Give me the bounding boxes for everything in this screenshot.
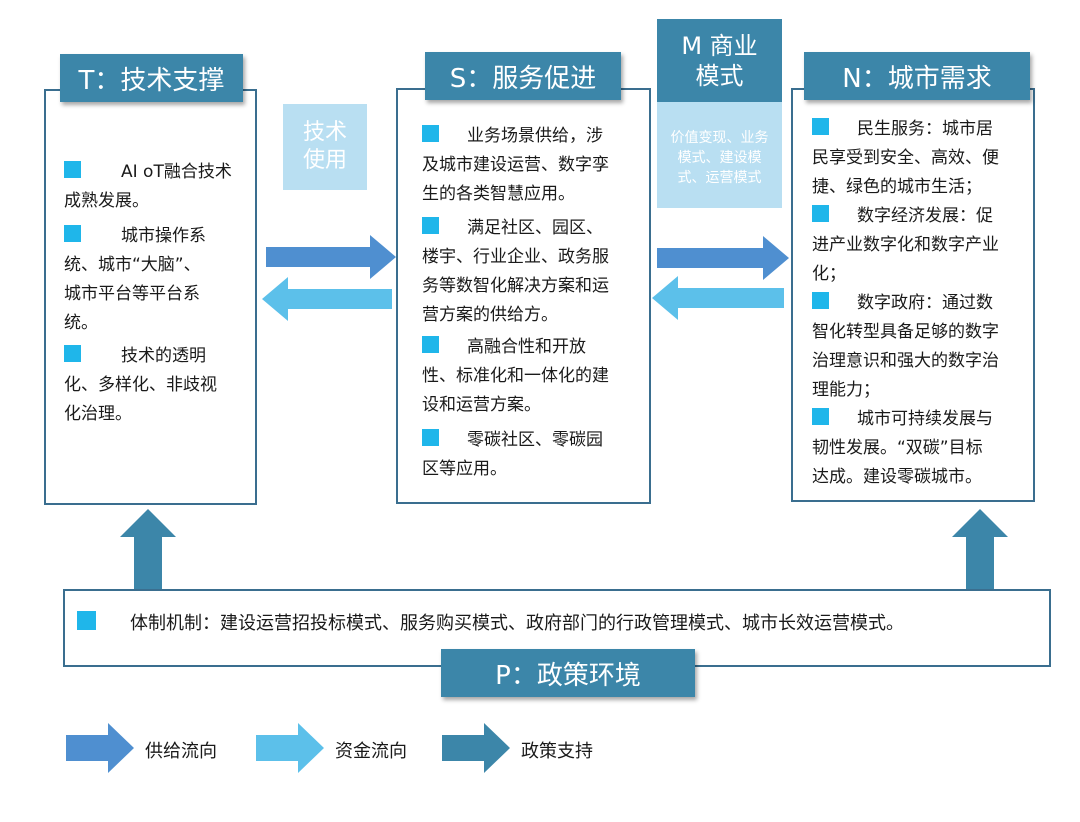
bullet-square-icon bbox=[422, 429, 439, 446]
policy-text: 体制机制：建设运营招投标模式、服务购买模式、政府部门的行政管理模式、城市长效运营… bbox=[77, 609, 1047, 638]
demand-item-3: 数字政府：通过数 智化转型具备足够的数字 治理意识和强大的数字治 理能力； bbox=[812, 292, 999, 400]
fund-arrow-left-icon bbox=[262, 277, 392, 321]
bullet-square-icon bbox=[64, 345, 81, 362]
bullet-square-icon bbox=[812, 408, 829, 425]
tech-item-1: AI oT融合技术 成熟发展。 bbox=[64, 161, 232, 211]
service-item-4: 零碳社区、零碳园 区等应用。 bbox=[422, 429, 603, 479]
tech-item-2: 城市操作系 统、城市“大脑”、 城市平台等平台系 统。 bbox=[64, 225, 206, 333]
business-model-content: 价值变现、业务 模式、建设模 式、运营模式 bbox=[657, 102, 782, 208]
supply-arrow-right-icon bbox=[266, 235, 396, 279]
policy-arrow-up-icon bbox=[120, 509, 176, 589]
demand-item-2: 数字经济发展：促 进产业数字化和数字产业 化； bbox=[812, 205, 999, 284]
bullet-square-icon bbox=[812, 292, 829, 309]
fund-arrow-left-icon bbox=[652, 276, 784, 320]
policy-arrow-up-icon bbox=[952, 509, 1008, 589]
tech-support-panel bbox=[44, 89, 257, 505]
supply-arrow-right-icon bbox=[657, 236, 789, 280]
service-item-3: 高融合性和开放 性、标准化和一体化的建 设和运营方案。 bbox=[422, 336, 609, 415]
bullet-square-icon bbox=[422, 125, 439, 142]
bullet-square-icon bbox=[422, 336, 439, 353]
legend-supply-label: 供给流向 bbox=[145, 741, 217, 762]
bullet-square-icon bbox=[812, 205, 829, 222]
service-title: S：服务促进 bbox=[425, 52, 621, 100]
business-model-title: M 商业 模式 bbox=[657, 19, 782, 102]
legend-policy-arrow-icon bbox=[442, 723, 510, 773]
policy-title: P：政策环境 bbox=[441, 649, 695, 697]
bullet-square-icon bbox=[422, 217, 439, 234]
city-demand-title: N：城市需求 bbox=[804, 52, 1030, 100]
legend-supply-arrow-icon bbox=[66, 723, 134, 773]
city-demand-panel bbox=[791, 88, 1035, 502]
legend-fund-arrow-icon bbox=[256, 723, 324, 773]
tech-use-label: 技术 使用 bbox=[283, 104, 367, 190]
tech-item-3: 技术的透明 化、多样化、非歧视 化治理。 bbox=[64, 345, 217, 424]
demand-item-4: 城市可持续发展与 韧性发展。“双碳”目标 达成。建设零碳城市。 bbox=[812, 408, 993, 487]
service-item-2: 满足社区、园区、 楼宇、行业企业、政务服 务等数智化解决方案和运 营方案的供给方… bbox=[422, 217, 609, 325]
bullet-square-icon bbox=[64, 161, 81, 178]
legend-fund-label: 资金流向 bbox=[335, 741, 407, 762]
bullet-square-icon bbox=[64, 225, 81, 242]
tech-support-title: T：技术支撑 bbox=[60, 54, 243, 102]
bullet-square-icon bbox=[77, 611, 96, 630]
bullet-square-icon bbox=[812, 118, 829, 135]
legend-policy-label: 政策支持 bbox=[521, 741, 593, 762]
demand-item-1: 民生服务：城市居 民享受到安全、高效、便 捷、绿色的城市生活； bbox=[812, 118, 999, 197]
service-item-1: 业务场景供给，涉 及城市建设运营、数字孪 生的各类智慧应用。 bbox=[422, 125, 609, 204]
